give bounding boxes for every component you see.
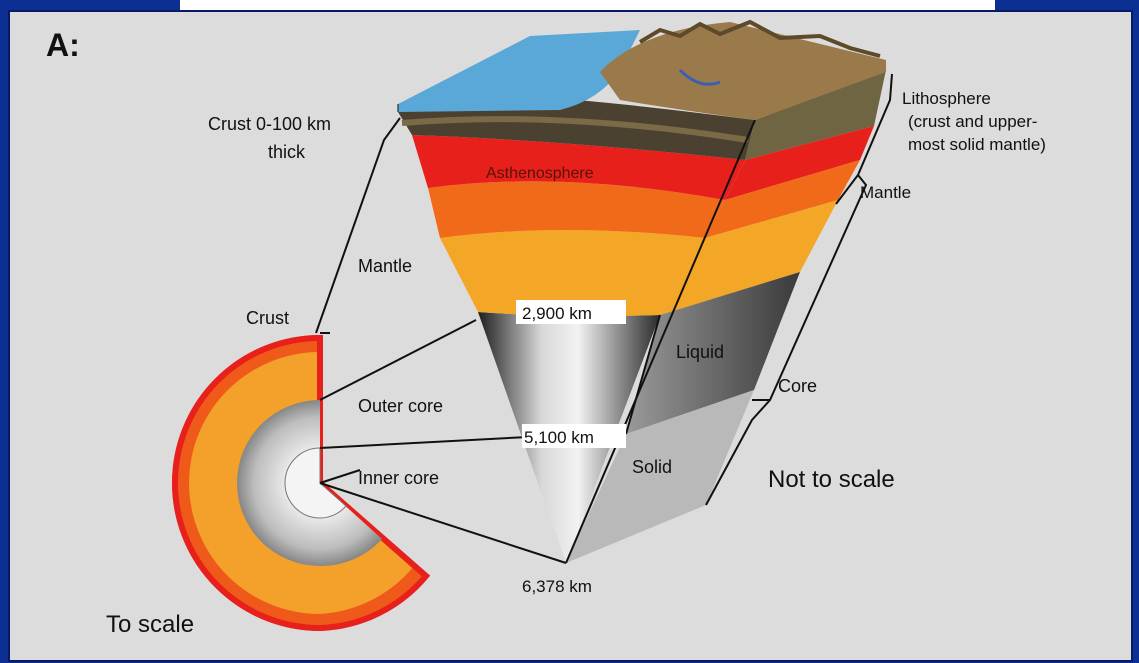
label-outer-core: Outer core — [358, 396, 443, 416]
label-lithosphere-1: Lithosphere — [902, 89, 991, 108]
panel-label: A: — [46, 27, 80, 63]
label-depth-2900: 2,900 km — [522, 304, 592, 323]
label-lithosphere-3: most solid mantle) — [908, 135, 1046, 154]
label-asthenosphere: Asthenosphere — [486, 165, 594, 182]
label-depth-5100: 5,100 km — [524, 428, 594, 447]
label-mantle-left: Mantle — [358, 256, 412, 276]
label-crust-thickness-1: Crust 0-100 km — [208, 114, 331, 134]
label-crust-left: Crust — [246, 308, 289, 328]
label-not-to-scale: Not to scale — [768, 466, 895, 493]
label-depth-6378: 6,378 km — [522, 577, 592, 596]
label-inner-core: Inner core — [358, 468, 439, 488]
label-core: Core — [778, 376, 817, 396]
label-solid: Solid — [632, 457, 672, 477]
label-liquid: Liquid — [676, 342, 724, 362]
label-mantle-right: Mantle — [860, 183, 911, 202]
label-crust-thickness-2: thick — [268, 142, 306, 162]
label-lithosphere-2: (crust and upper- — [908, 112, 1037, 131]
label-to-scale: To scale — [106, 611, 194, 638]
